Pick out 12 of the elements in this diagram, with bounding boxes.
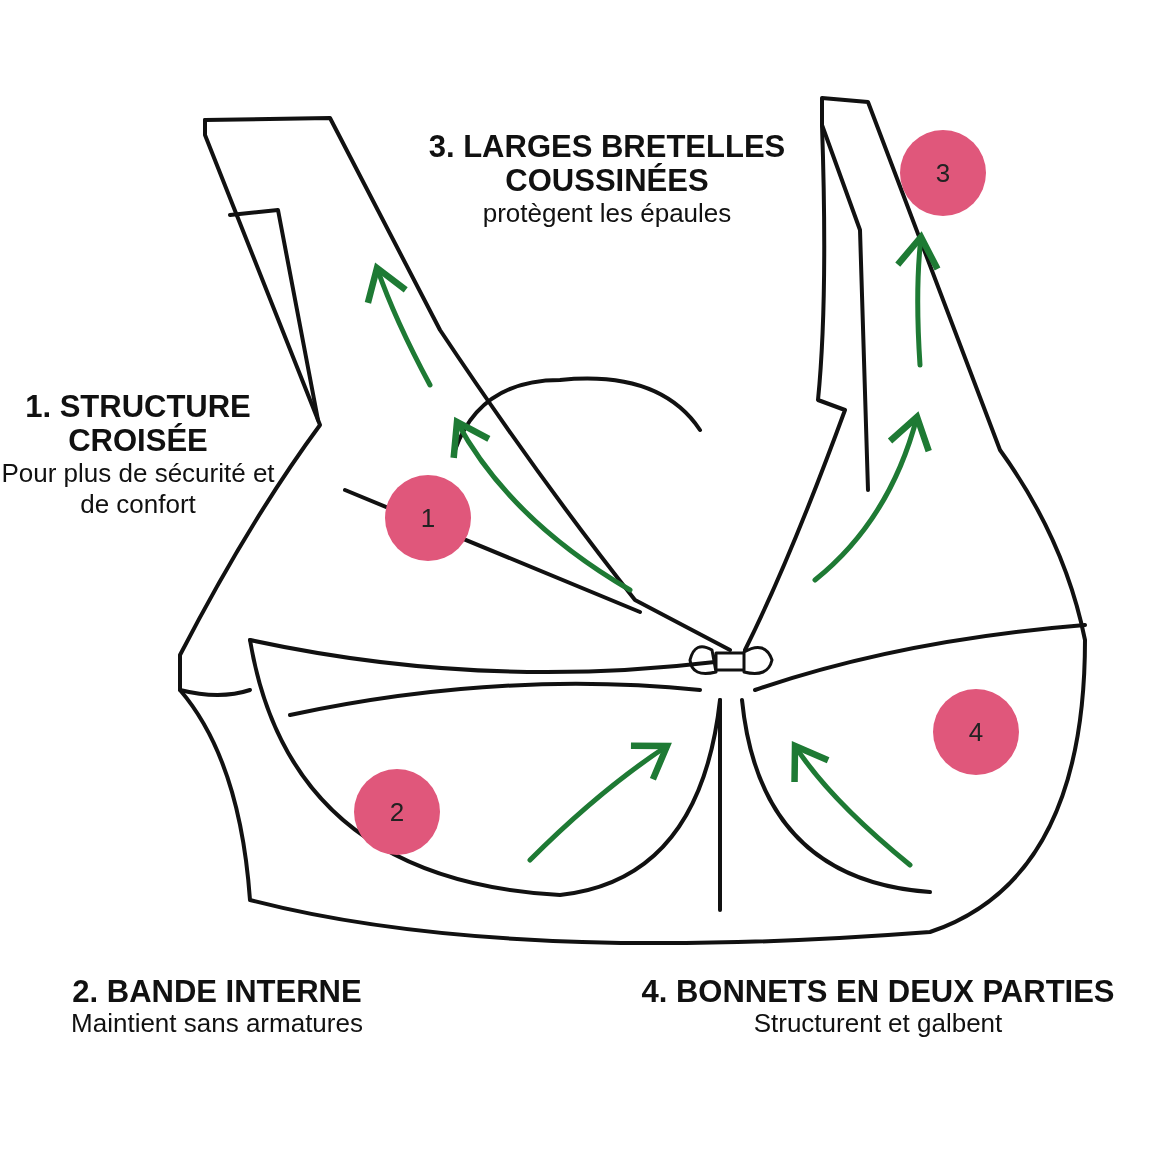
- feature-description: Maintient sans armatures: [70, 1008, 364, 1039]
- feature-heading: 1. STRUCTURE CROISÉE: [24, 390, 252, 458]
- feature-description: Structurent et galbent: [752, 1008, 1004, 1039]
- callout-number: 1: [420, 502, 436, 534]
- feature-heading: 3. LARGES BRETELLES COUSSINÉES: [427, 130, 787, 198]
- feature-description: Pour plus de sécurité et de confort: [0, 458, 276, 520]
- callout-number: 2: [389, 796, 405, 828]
- callout-number: 4: [968, 716, 984, 748]
- feature-heading: 4. BONNETS EN DEUX PARTIES: [640, 975, 1116, 1009]
- feature-description: protègent les épaules: [481, 198, 733, 229]
- callout-number: 3: [935, 157, 951, 189]
- feature-heading: 2. BANDE INTERNE: [71, 975, 363, 1009]
